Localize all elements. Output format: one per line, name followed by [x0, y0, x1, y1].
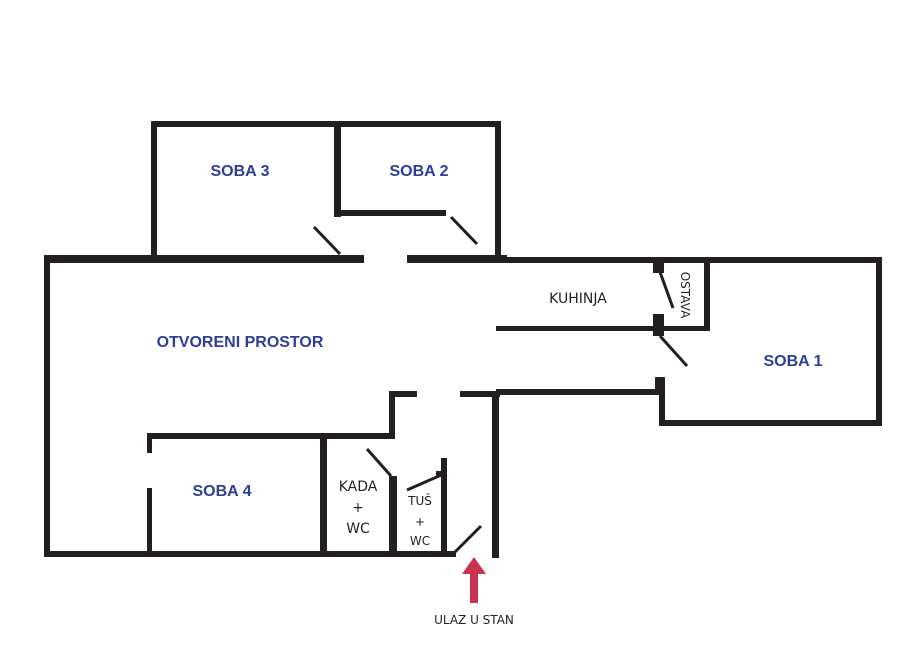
wall — [151, 121, 157, 261]
wall — [460, 391, 500, 397]
door-kada — [365, 448, 393, 477]
wall — [492, 392, 499, 558]
wall — [441, 458, 447, 556]
wall — [151, 121, 501, 127]
room-label-kuhinja: KUHINJA — [549, 291, 607, 307]
door-ostava — [658, 271, 675, 309]
wall — [389, 476, 397, 556]
wall — [655, 377, 665, 395]
wall — [653, 261, 664, 273]
wall — [407, 255, 507, 263]
wall — [496, 326, 707, 331]
wall — [389, 391, 417, 397]
bathroom1-label-line1: KADA — [339, 479, 378, 495]
door-soba1 — [658, 334, 689, 368]
room-label-otvoreni-prostor: OTVORENI PROSTOR — [157, 334, 324, 351]
wall — [653, 314, 664, 336]
room-label-ostava: OSTAVA — [678, 272, 692, 319]
bathroom2-label-line2: + — [415, 515, 425, 529]
wall — [44, 551, 456, 557]
wall — [659, 420, 882, 426]
room-label-soba3: SOBA 3 — [211, 163, 270, 180]
wall — [44, 257, 50, 557]
wall — [436, 471, 444, 477]
wall — [147, 433, 395, 439]
entrance-label: ULAZ U STAN — [434, 613, 514, 627]
wall — [320, 436, 327, 554]
wall — [334, 121, 341, 217]
room-label-soba1: SOBA 1 — [764, 353, 823, 370]
bathroom2-label-line3: WC — [410, 534, 430, 548]
wall — [704, 257, 710, 331]
wall — [147, 433, 152, 453]
wall — [876, 257, 882, 426]
wall — [44, 255, 364, 263]
wall — [500, 257, 882, 263]
door-entrance — [451, 524, 483, 556]
wall — [659, 389, 665, 426]
bathroom1-label-line3: WC — [346, 521, 370, 537]
door-tus — [406, 474, 440, 492]
room-label-soba2: SOBA 2 — [390, 163, 449, 180]
door-soba3 — [312, 225, 342, 256]
wall — [334, 210, 446, 216]
bathroom1-label-line2: + — [352, 500, 364, 516]
wall — [495, 121, 501, 261]
bathroom2-label-line1: TUŠ — [407, 493, 432, 508]
arrow-up-icon — [462, 557, 486, 603]
room-label-soba4: SOBA 4 — [193, 483, 252, 500]
door-soba2 — [449, 215, 479, 246]
wall — [496, 389, 662, 395]
wall — [389, 391, 395, 439]
wall — [147, 488, 152, 554]
